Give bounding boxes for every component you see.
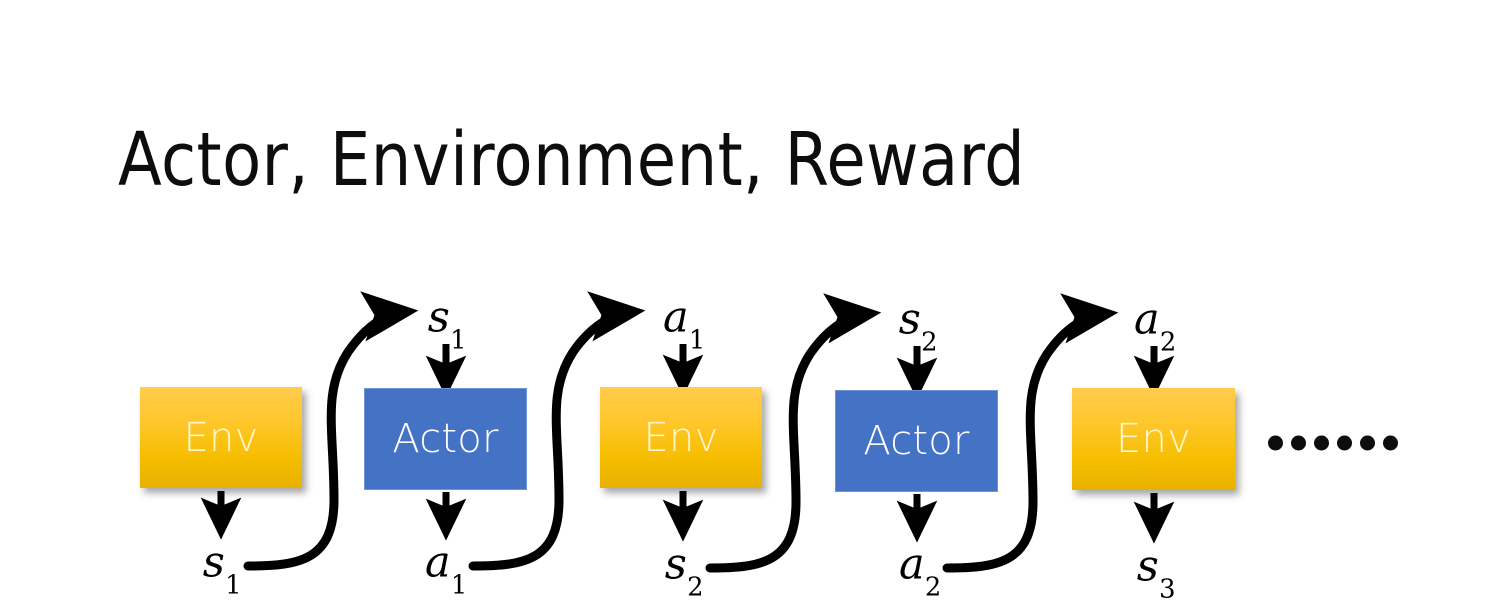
math-symbol: a [424, 537, 451, 588]
ellipsis-dot [1291, 435, 1306, 451]
math-subscript: 2 [1159, 327, 1177, 358]
math-subscript: 2 [687, 572, 704, 603]
math-label-bot-a2: a2 [899, 543, 941, 601]
math-symbol: s [202, 537, 225, 588]
node-label: Env [643, 414, 719, 461]
math-label-top-a2: a2 [1134, 298, 1176, 356]
ellipsis-dot [1268, 435, 1283, 451]
math-label-bot-a1: a1 [425, 541, 467, 599]
math-label-bot-s3: s3 [1137, 545, 1176, 603]
math-symbol: s [1136, 541, 1159, 592]
math-symbol: s [898, 294, 921, 345]
node-label: Env [1116, 416, 1191, 462]
math-label-bot-s2: s2 [665, 543, 704, 601]
page-title: Actor, Environment, Reward [118, 117, 1026, 203]
math-subscript: 1 [450, 325, 467, 356]
ellipsis-dot [1314, 435, 1329, 451]
node-actor-2[interactable]: Actor [835, 390, 998, 492]
math-subscript: 1 [225, 570, 242, 601]
math-symbol: a [898, 539, 925, 590]
node-label: Actor [863, 418, 970, 464]
math-symbol: s [427, 292, 450, 343]
ellipsis-dot [1360, 435, 1375, 451]
math-label-top-s2: s2 [899, 298, 938, 356]
math-subscript: 2 [921, 327, 938, 358]
math-symbol: s [664, 539, 687, 590]
node-env-1[interactable]: Env [140, 387, 302, 488]
math-subscript: 3 [1159, 574, 1176, 605]
math-subscript: 1 [450, 570, 468, 601]
math-symbol: a [1133, 294, 1160, 345]
node-label: Actor [392, 416, 499, 462]
math-symbol: a [662, 292, 689, 343]
node-env-2[interactable]: Env [600, 387, 762, 488]
math-label-bot-s1: s1 [203, 541, 242, 599]
math-label-top-s1: s1 [428, 296, 467, 354]
node-actor-1[interactable]: Actor [364, 388, 527, 490]
ellipsis-indicator [1268, 435, 1398, 451]
ellipsis-dot [1383, 435, 1398, 451]
node-label: Env [183, 414, 259, 461]
node-env-3[interactable]: Env [1072, 388, 1235, 490]
math-label-top-a1: a1 [663, 296, 705, 354]
ellipsis-dot [1337, 435, 1352, 451]
math-subscript: 1 [688, 325, 706, 356]
math-subscript: 2 [924, 572, 942, 603]
